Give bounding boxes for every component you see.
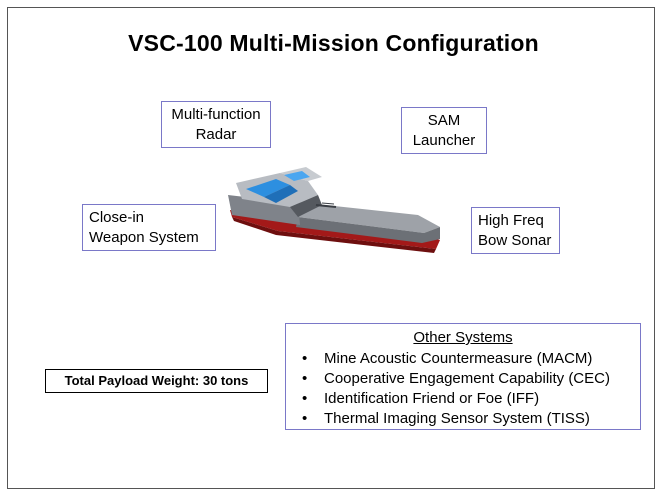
other-systems-title: Other Systems: [413, 329, 513, 346]
list-item: Identification Friend or Foe (IFF): [302, 389, 640, 409]
label-line: Weapon System: [89, 229, 199, 246]
list-item: Mine Acoustic Countermeasure (MACM): [302, 349, 640, 369]
label-multifunction-radar: Multi-function Radar: [161, 101, 271, 148]
label-sam-launcher: SAM Launcher: [401, 107, 487, 154]
label-line: SAM: [427, 112, 461, 129]
other-systems-list: Mine Acoustic Countermeasure (MACM) Coop…: [286, 349, 640, 429]
label-high-freq-bow-sonar: High Freq Bow Sonar: [471, 207, 560, 254]
label-line: High Freq: [478, 212, 544, 229]
label-line: Multi-function: [171, 106, 261, 123]
slide-title: VSC-100 Multi-Mission Configuration: [128, 30, 539, 56]
list-item: Cooperative Engagement Capability (CEC): [302, 369, 640, 389]
label-close-in-weapon-system: Close-in Weapon System: [82, 204, 216, 251]
stealth-ship-icon: [228, 167, 440, 253]
label-line: Close-in: [89, 209, 145, 226]
label-line: Launcher: [412, 132, 476, 149]
slide-frame: [7, 7, 655, 489]
label-line: Radar: [195, 126, 237, 143]
list-item: Thermal Imaging Sensor System (TISS): [302, 409, 640, 429]
other-systems-box: Other Systems Mine Acoustic Countermeasu…: [285, 323, 641, 430]
label-line: Bow Sonar: [478, 232, 552, 249]
total-payload-weight: Total Payload Weight: 30 tons: [45, 369, 268, 393]
